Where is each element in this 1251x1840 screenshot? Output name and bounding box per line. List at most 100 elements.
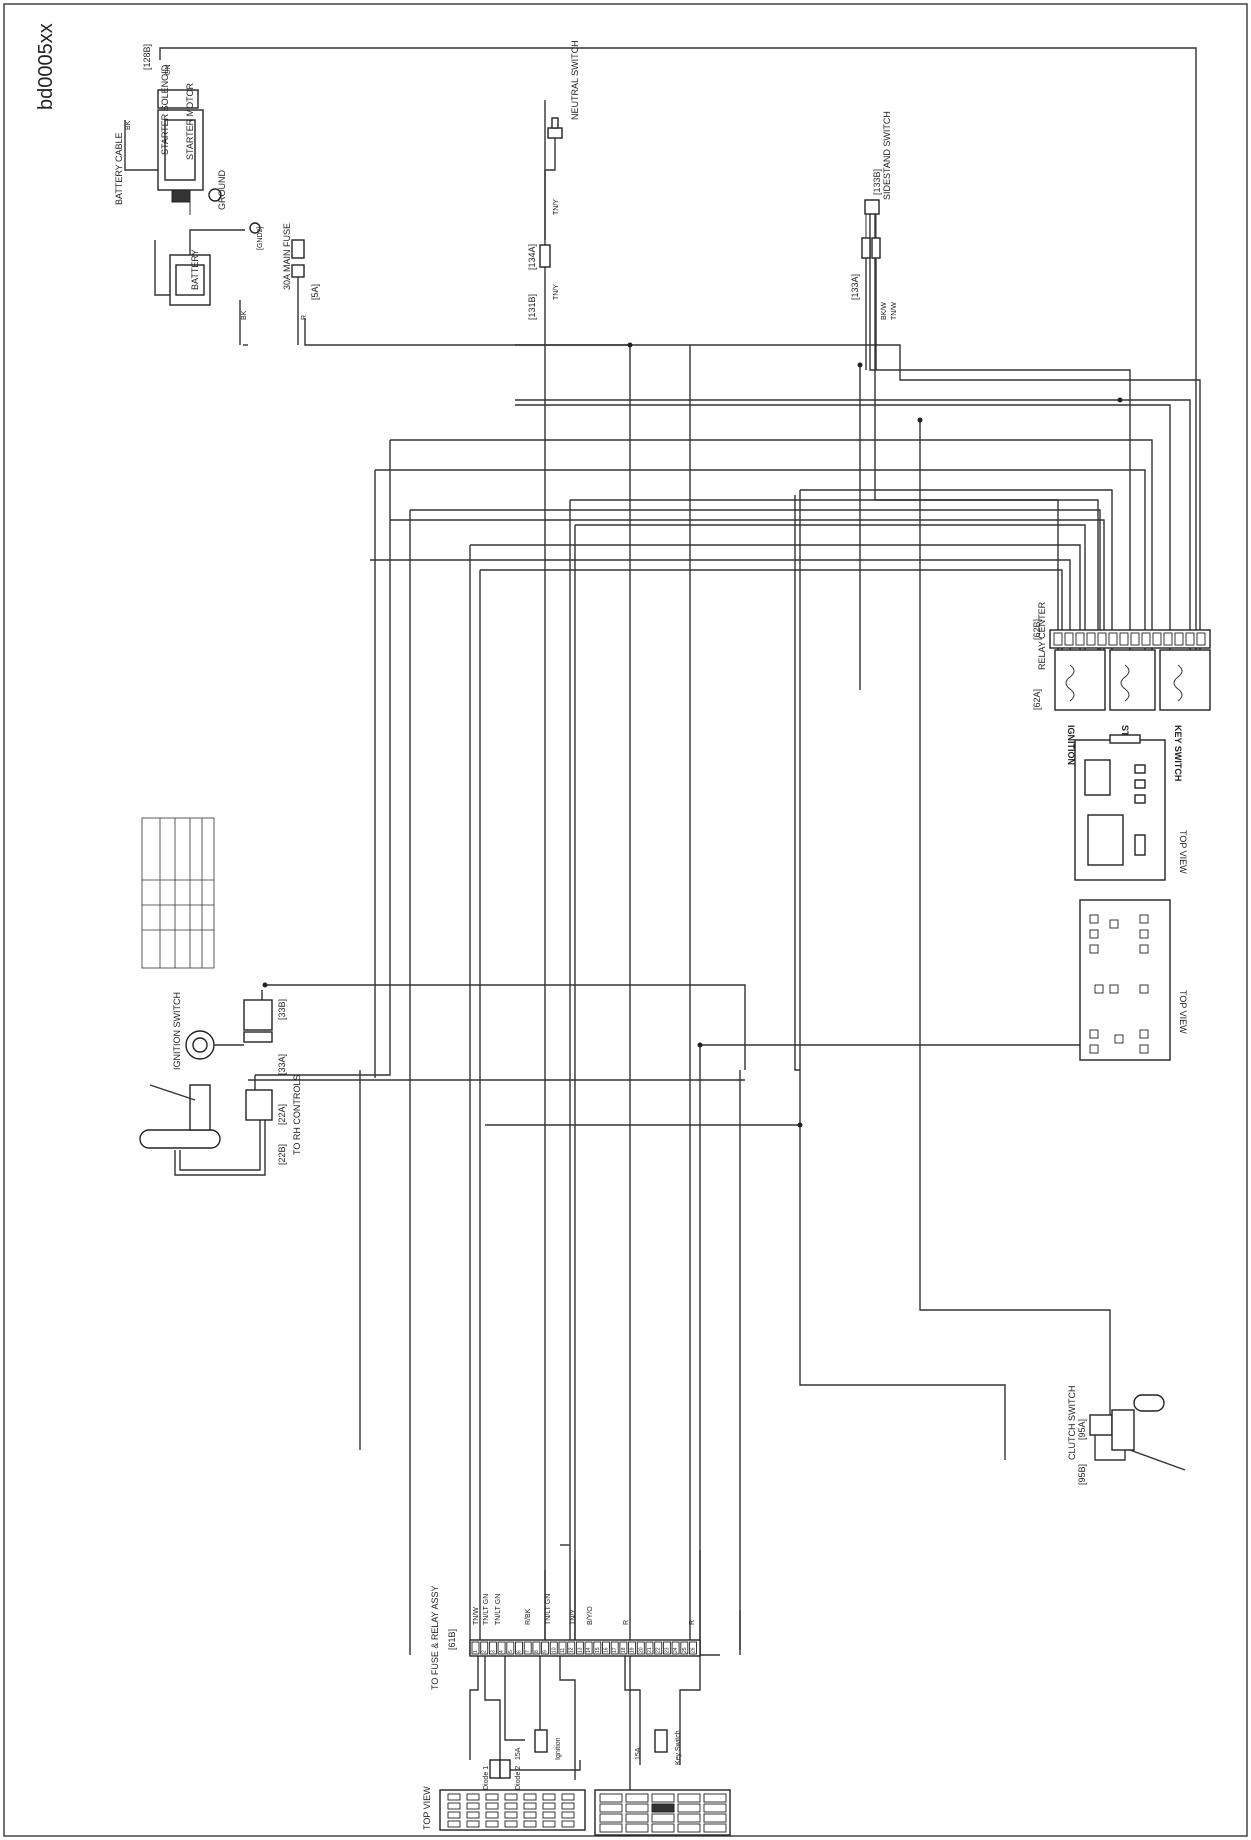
relay-pin [1152, 632, 1162, 646]
fuse-cell [485, 1793, 499, 1801]
connector-133a: [133A] [850, 274, 860, 300]
fuse-slot [523, 1641, 532, 1655]
fuse-cell [523, 1811, 537, 1819]
fuse-block-label: TO FUSE & RELAY ASSY [430, 1585, 440, 1690]
fuse-cell [542, 1793, 556, 1801]
relay-top-view [1074, 734, 1166, 881]
connector-131b: [131B] [527, 294, 537, 320]
relay-socket [1094, 984, 1104, 994]
fuse-slot [628, 1641, 637, 1655]
fuse-slot [636, 1641, 645, 1655]
fuse-slot-number: 8 [534, 1650, 540, 1653]
fuse-top-view [439, 1789, 586, 1831]
relay-pin [1130, 632, 1140, 646]
ignition-switch-label: IGNITION SWITCH [172, 992, 182, 1070]
battery-label: BATTERY [190, 249, 200, 290]
starter-motor-label: STARTER MOTOR [185, 82, 195, 160]
relay-center [1049, 629, 1211, 711]
diode-1-label: Diode 1 [483, 1766, 490, 1790]
top-view-label-3: TOP VIEW [422, 1786, 432, 1830]
fuse-slot-number: 15 [595, 1647, 601, 1653]
ground-label: GROUND [217, 170, 227, 210]
fuse-slot-number: 6 [517, 1650, 523, 1653]
wire-tny-1: TN/Y [553, 199, 560, 215]
fuse-slot-number: 24 [673, 1647, 679, 1653]
fuse-slot [584, 1641, 593, 1655]
fuse-slot-number: 14 [586, 1647, 592, 1653]
relay-pin [1108, 632, 1118, 646]
fuse-cell [485, 1811, 499, 1819]
fb-wire-tny: TN/Y [570, 1609, 577, 1625]
relay-socket [1089, 944, 1099, 954]
neutral-switch [539, 117, 563, 268]
fuse-slot-number: 16 [604, 1647, 610, 1653]
fuse-cell [504, 1802, 518, 1810]
fuse-slot [497, 1641, 506, 1655]
fuse-cell [447, 1802, 461, 1810]
relay-ignition [1054, 649, 1106, 711]
fuse-slot-number: 4 [499, 1650, 505, 1653]
fuse-slot [515, 1641, 523, 1655]
fuse-slot [619, 1641, 628, 1655]
fuse-map-cell [625, 1793, 649, 1803]
connector-22a-label: [22A] [277, 1104, 287, 1125]
fuse-map-cell [677, 1803, 701, 1813]
fuse-cell [561, 1811, 575, 1819]
relay-socket [1139, 929, 1149, 939]
fuse-map-cell [625, 1813, 649, 1823]
fuse-map-cell [625, 1823, 649, 1833]
ignition-switch [185, 999, 273, 1060]
fuse-slot [471, 1641, 480, 1655]
fb-wire-tnw: TN/W [473, 1607, 480, 1625]
fuse-slot [567, 1641, 576, 1655]
relay-socket [1089, 1029, 1099, 1039]
fuse-cell [485, 1820, 499, 1828]
fuse-slot-number: 13 [577, 1647, 583, 1653]
relay-socket [1139, 944, 1149, 954]
fuse-slot [689, 1641, 697, 1655]
fuse-slot [480, 1641, 489, 1655]
relay-socket [1139, 1029, 1149, 1039]
fuse-cell [447, 1793, 461, 1801]
connector-33b [243, 999, 273, 1031]
fb-wire-tnltgn-3: TN/LT GN [545, 1594, 552, 1625]
fuse-cell [523, 1793, 537, 1801]
fuse-slot-number: 18 [621, 1647, 627, 1653]
battery [154, 229, 245, 306]
relay-socket [1139, 1044, 1149, 1054]
relay-socket [1139, 914, 1149, 924]
clutch-switch-label: CLUTCH SWITCH [1067, 1386, 1077, 1461]
fuse-cell [561, 1820, 575, 1828]
relay-pin [1141, 632, 1151, 646]
fuse-map-cell [677, 1813, 701, 1823]
connector-128b: [128B] [142, 44, 152, 70]
battery-cable-label: BATTERY CABLE [114, 132, 124, 205]
diodes [489, 1759, 511, 1779]
fuse-cell [485, 1802, 499, 1810]
connector-133b: [133B] [872, 169, 882, 195]
fuse-cell [447, 1820, 461, 1828]
ground-stud [249, 222, 261, 234]
fuse-slot [593, 1641, 602, 1655]
relay-pin [1185, 632, 1195, 646]
fuse-map-cell [651, 1793, 675, 1803]
clutch-switch [1089, 1394, 1186, 1471]
fuse-cell [504, 1811, 518, 1819]
fuse-slot [645, 1641, 654, 1655]
starter-assembly [124, 89, 222, 215]
fuse-slot-number: 25 [682, 1647, 688, 1653]
fuse-slot [506, 1641, 515, 1655]
fuse-cell [447, 1811, 461, 1819]
fuse-15a-1: 15A [515, 1747, 522, 1760]
relay-pin [1196, 632, 1206, 646]
rh-grip [139, 1129, 221, 1149]
connector-134a-131b [539, 244, 551, 268]
fuse-cell [466, 1802, 480, 1810]
fuse-slot-number: 21 [647, 1647, 653, 1653]
ground-terminal [208, 188, 222, 202]
junction-dots [262, 342, 1123, 1128]
fuse-slot [671, 1641, 680, 1655]
relay-key-switch [1159, 649, 1211, 711]
fuse-slot-number: 22 [656, 1647, 662, 1653]
fb-wire-rbk: R/BK [525, 1608, 532, 1625]
